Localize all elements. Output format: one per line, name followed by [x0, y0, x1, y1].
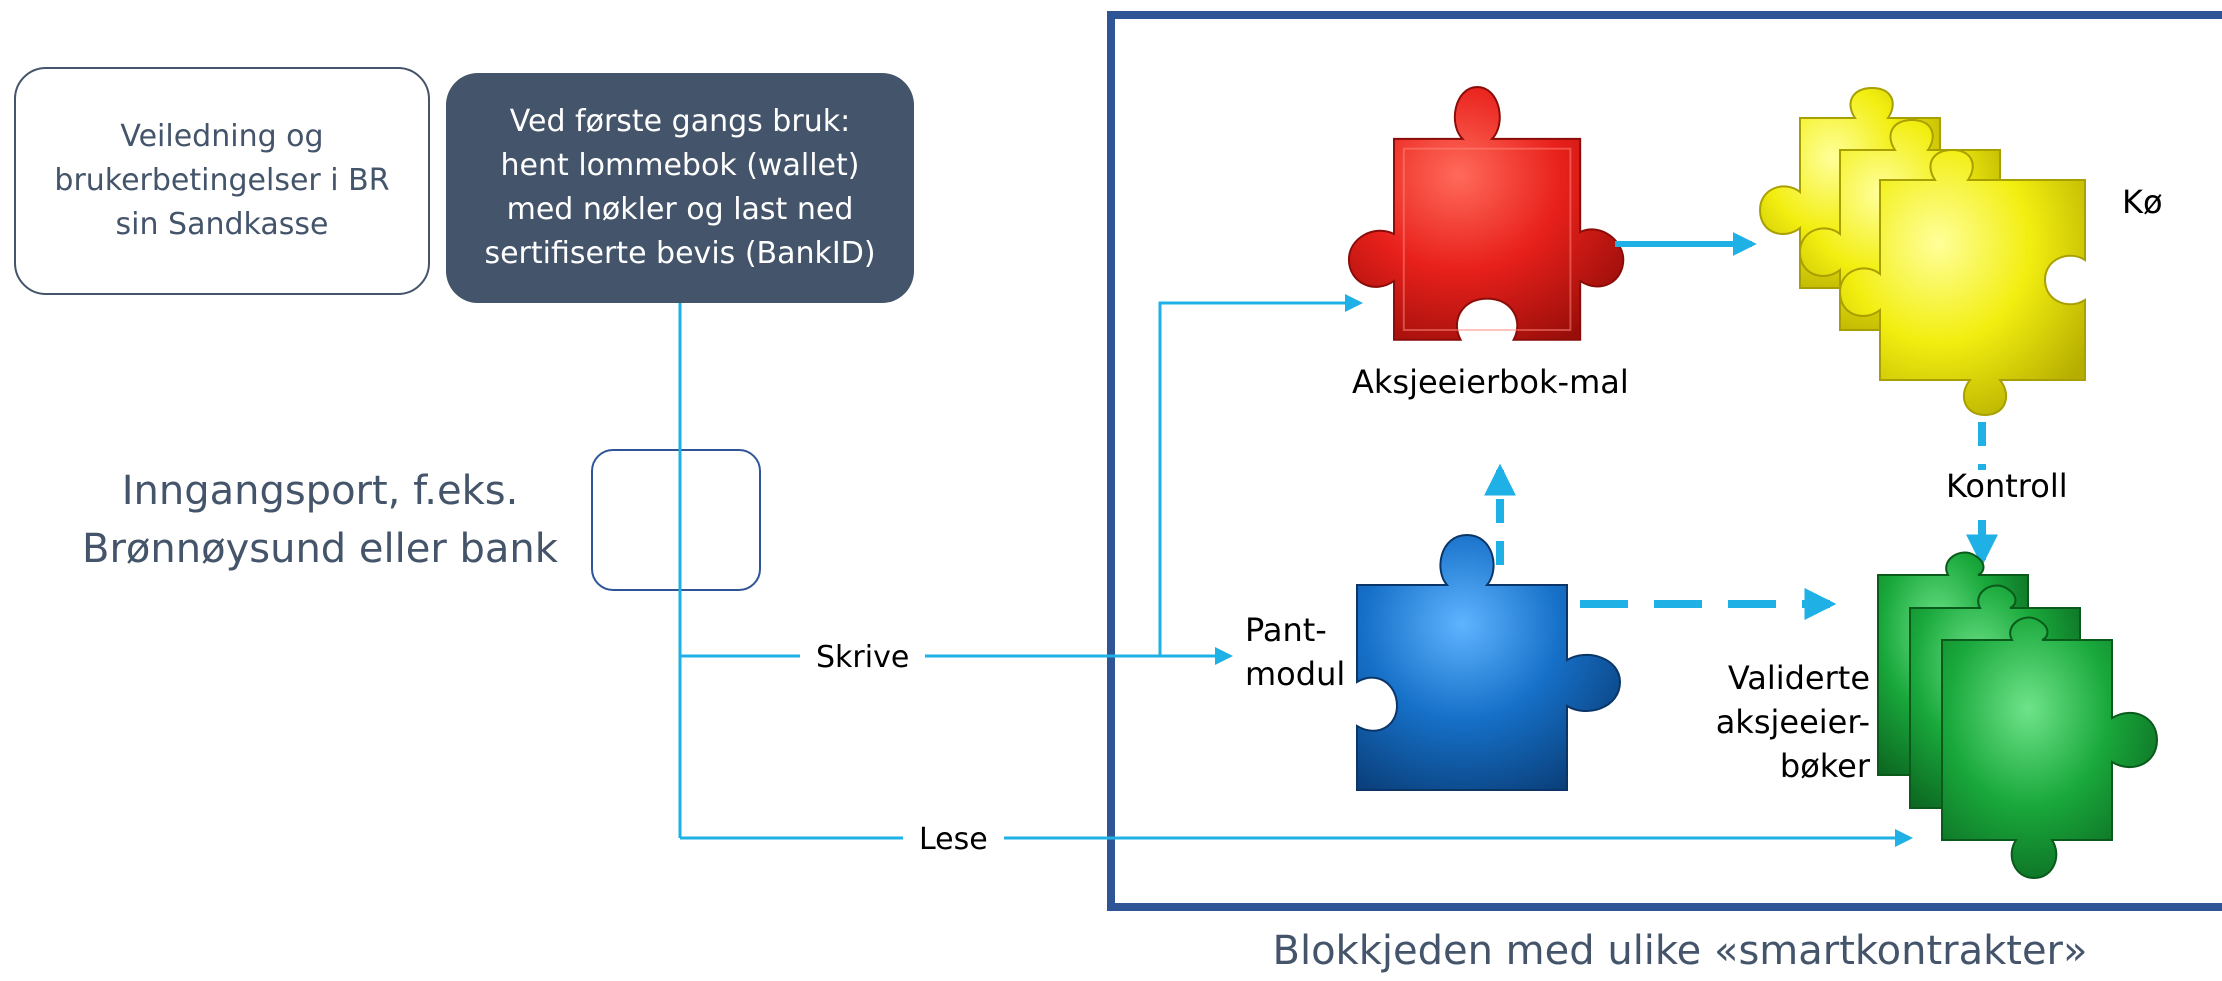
template-label: Aksjeeierbok-mal: [1352, 363, 1629, 401]
wallet-line-2: hent lommebok (wallet): [500, 148, 860, 183]
validated-line-2: aksjeeier-: [1715, 703, 1870, 741]
blockchain-caption: Blokkjeden med ulike «smartkontrakter»: [1272, 928, 2088, 974]
blockchain-frame: [1107, 11, 2222, 911]
pledge-line-1: Pant-: [1245, 611, 1327, 649]
entry-line-1: Inngangsport, f.eks.: [121, 468, 519, 514]
validated-puzzle-icon: [1877, 551, 2159, 880]
wallet-line-3: med nøkler og last ned: [506, 192, 854, 227]
wallet-line-1: Ved første gangs bruk:: [509, 104, 851, 139]
entry-gate: [591, 449, 761, 591]
guide-line-3: sin Sandkasse: [115, 207, 329, 242]
write-label: Skrive: [800, 640, 926, 675]
wallet-box: Ved første gangs bruk: hent lommebok (wa…: [446, 73, 914, 303]
entry-label: Inngangsport, f.eks. Brønnøysund eller b…: [60, 462, 580, 578]
entry-line-2: Brønnøysund eller bank: [82, 526, 558, 572]
pledge-puzzle-icon: [1356, 533, 1622, 791]
pledge-label: Pant- modul: [1245, 608, 1345, 696]
template-puzzle-icon: [1347, 85, 1625, 341]
guide-line-1: Veiledning og: [120, 119, 324, 154]
read-label: Lese: [903, 822, 1004, 857]
validated-label: Validerte aksjeeier- bøker: [1700, 656, 1870, 788]
guide-box: Veiledning og brukerbetingelser i BR sin…: [14, 67, 430, 295]
validated-line-3: bøker: [1779, 747, 1870, 785]
queue-label: Kø: [2122, 183, 2163, 221]
write-to-template-arrow: [1158, 294, 1363, 656]
wallet-line-4: sertifiserte bevis (BankID): [484, 236, 876, 271]
pledge-line-2: modul: [1245, 655, 1346, 693]
queue-puzzle-icon: [1758, 86, 2086, 417]
control-label: Kontroll: [1946, 467, 2068, 505]
guide-line-2: brukerbetingelser i BR: [54, 163, 390, 198]
validated-line-1: Validerte: [1727, 659, 1870, 697]
